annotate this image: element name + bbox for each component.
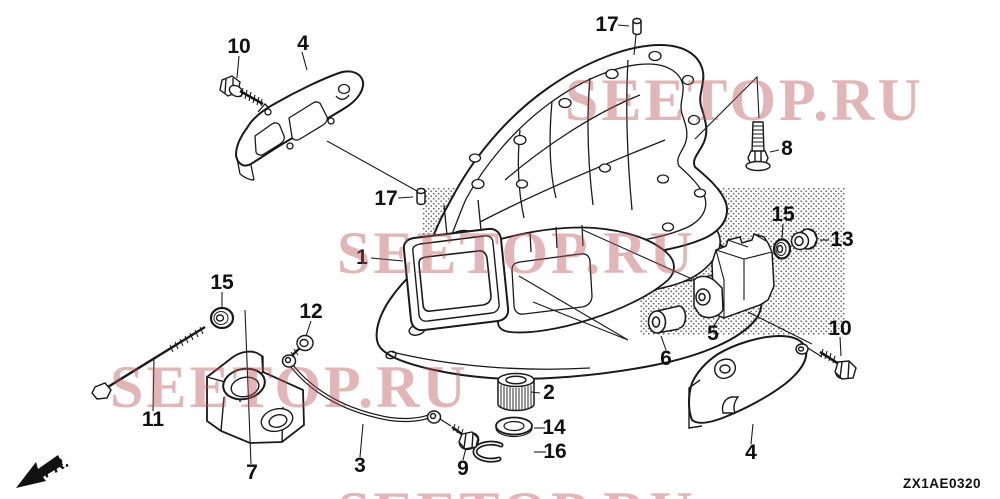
part-callout-4: 4 (745, 441, 757, 464)
part-callout-9: 9 (457, 457, 469, 480)
washer-15-right (772, 238, 792, 260)
bolt-10-bottom-right (819, 348, 857, 380)
part-callout-4: 4 (297, 32, 309, 55)
nut-13 (790, 228, 818, 251)
part-callout-1: 1 (356, 246, 368, 269)
part-callout-10: 10 (227, 35, 251, 58)
dowel-pin-17-mid (416, 187, 426, 206)
side-cover-4 (688, 334, 809, 429)
front-direction-arrow: FR. (16, 452, 72, 488)
mount-rubber-5 (693, 233, 775, 319)
part-callout-17: 17 (374, 187, 398, 210)
leader-lines (152, 24, 842, 465)
part-callout-16: 16 (543, 440, 567, 463)
part-callout-2: 2 (543, 381, 555, 404)
part-callout-14: 14 (542, 416, 566, 439)
part-callout-12: 12 (299, 300, 323, 323)
bolt-9 (451, 423, 480, 451)
part-callout-3: 3 (354, 454, 366, 477)
bolt-10-top-left (219, 75, 264, 107)
collar-6 (647, 305, 687, 334)
part-callout-6: 6 (660, 347, 672, 370)
part-callout-7: 7 (246, 461, 258, 484)
washer-14 (495, 416, 533, 438)
bolt-11 (91, 325, 206, 400)
drawing-code: ZX1AE0320 (903, 476, 982, 491)
ground-cable-3 (281, 354, 442, 424)
arrow-icon (16, 455, 63, 488)
part-callout-10: 10 (828, 317, 852, 340)
part-callout-11: 11 (141, 408, 165, 431)
part-callout-15: 15 (210, 271, 234, 294)
part-callout-17: 17 (595, 13, 619, 36)
bearing-2 (497, 372, 535, 412)
bolt-8 (745, 121, 771, 172)
mount-frame-plate (234, 70, 365, 181)
part-callout-15: 15 (771, 203, 795, 226)
part-callout-8: 8 (781, 137, 793, 160)
front-direction-label: FR. (39, 452, 72, 482)
washer-15-left (209, 306, 235, 330)
dowel-pin-17-top (632, 17, 642, 36)
bracket-7 (206, 350, 305, 444)
extension-case (402, 199, 675, 334)
part-callout-13: 13 (830, 228, 854, 251)
circlip-16 (472, 440, 504, 463)
part-callout-5: 5 (707, 322, 719, 345)
